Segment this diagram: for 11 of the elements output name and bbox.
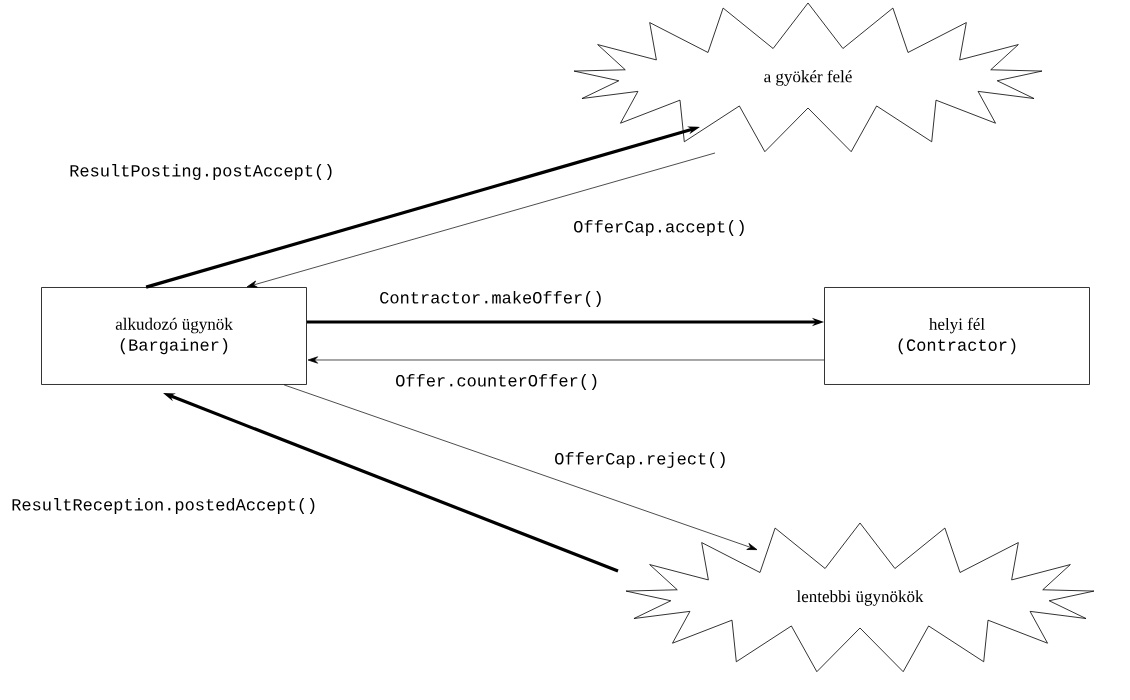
arrow — [246, 152, 716, 288]
arrow — [307, 356, 825, 364]
arrow — [283, 384, 758, 550]
edge-label: OfferCap.accept() — [572, 219, 748, 237]
edge-label: ResultReception.postedAccept() — [10, 497, 319, 515]
box: alkudozó ügynök (Bargainer) — [41, 287, 307, 385]
edge-label: Offer.counterOffer() — [394, 373, 601, 391]
edge-label: ResultPosting.postAccept() — [68, 163, 336, 181]
edge-label: Contractor.makeOffer() — [378, 290, 605, 308]
edge-label: OfferCap.reject() — [553, 451, 729, 469]
box: helyi fél (Contractor) — [824, 287, 1090, 385]
